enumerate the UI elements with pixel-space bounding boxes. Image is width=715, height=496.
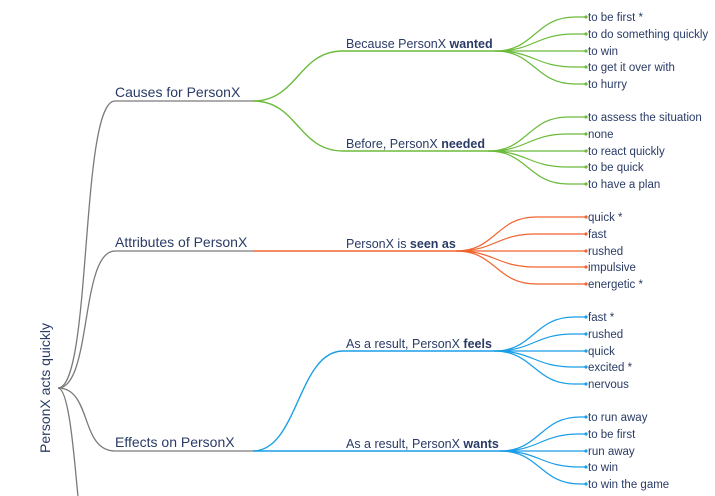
leaf-connector <box>487 150 585 168</box>
leaf-dot <box>584 349 588 353</box>
root-label: PersonX acts quickly <box>37 323 53 453</box>
leaf-label: quick * <box>588 212 623 224</box>
leaf-label: to get it over with <box>588 62 675 74</box>
leaf-connector <box>455 216 585 252</box>
relation-label-wanted: Because PersonX wanted <box>346 37 493 51</box>
leaf-connector <box>455 233 585 252</box>
leaf-label: rushed <box>588 246 623 258</box>
trunk-link-causes <box>57 100 253 389</box>
leaf-dot <box>584 265 588 269</box>
leaf-dot <box>584 432 588 436</box>
leaf-dot <box>584 249 588 253</box>
leaf-connector <box>499 433 585 452</box>
leaf-dot <box>584 382 588 386</box>
leaf-connector <box>494 50 585 85</box>
leaf-label: fast <box>588 229 607 241</box>
relation-connector <box>252 350 494 452</box>
trunk-link-offscreen <box>57 387 79 496</box>
relation-label-feels: As a result, PersonX feels <box>346 337 492 351</box>
leaf-label: to win the game <box>588 479 669 491</box>
leaf-connector <box>493 350 585 385</box>
leaf-dot <box>584 232 588 236</box>
trunk-link-effects <box>57 387 253 452</box>
category-label-attributes: Attributes of PersonX <box>115 234 248 250</box>
leaf-label: to be quick <box>588 162 644 174</box>
leaf-dot <box>584 65 588 69</box>
leaf-dot <box>584 182 588 186</box>
leaf-dot <box>584 15 588 19</box>
leaf-connector <box>487 150 585 185</box>
leaf-label: to be first * <box>588 12 643 24</box>
relation-label-wants: As a result, PersonX wants <box>346 437 499 451</box>
leaf-label: to have a plan <box>588 179 660 191</box>
leaf-dot <box>584 115 588 119</box>
leaf-label: to win <box>588 46 618 58</box>
leaf-dot <box>584 282 588 286</box>
leaf-dot <box>584 465 588 469</box>
leaf-connector <box>455 250 585 285</box>
leaf-label: to run away <box>588 412 648 424</box>
leaf-connector <box>499 450 585 468</box>
leaf-dot <box>584 365 588 369</box>
leaf-dot <box>584 149 588 153</box>
leaf-label: excited * <box>588 362 633 374</box>
leaf-label: fast * <box>588 312 615 324</box>
leaf-label: rushed <box>588 329 623 341</box>
category-label-causes: Causes for PersonX <box>115 84 241 100</box>
leaf-dot <box>584 332 588 336</box>
relation-connector <box>252 50 495 102</box>
leaf-label: to react quickly <box>588 146 665 158</box>
trunk-link-attributes <box>57 250 253 389</box>
leaf-label: impulsive <box>588 262 636 274</box>
leaf-connector <box>493 333 585 352</box>
leaf-dot <box>584 315 588 319</box>
leaf-label: to assess the situation <box>588 112 702 124</box>
leaf-connector <box>487 133 585 152</box>
leaf-label: none <box>588 129 614 141</box>
leaf-connector <box>455 250 585 268</box>
leaf-dot <box>584 215 588 219</box>
relation-label-seen-as: PersonX is seen as <box>346 237 456 251</box>
leaf-connector <box>494 16 585 52</box>
leaf-label: run away <box>588 446 635 458</box>
leaf-dot <box>584 132 588 136</box>
relation-label-needed: Before, PersonX needed <box>346 137 485 151</box>
leaf-dot <box>584 415 588 419</box>
leaf-label: to hurry <box>588 79 627 91</box>
leaf-label: nervous <box>588 379 629 391</box>
leaf-label: energetic * <box>588 279 644 291</box>
leaf-connector <box>494 33 585 52</box>
leaf-dot <box>584 482 588 486</box>
leaf-dot <box>584 32 588 36</box>
leaf-dot <box>584 449 588 453</box>
category-label-effects: Effects on PersonX <box>115 434 235 450</box>
leaf-connector <box>493 316 585 352</box>
leaf-connector <box>499 416 585 452</box>
leaf-label: to be first <box>588 429 636 441</box>
leaf-label: quick <box>588 346 615 358</box>
leaf-dot <box>584 165 588 169</box>
leaf-dot <box>584 82 588 86</box>
leaf-connector <box>499 450 585 485</box>
leaf-dot <box>584 49 588 53</box>
leaf-connector <box>487 116 585 152</box>
leaf-label: to win <box>588 462 618 474</box>
leaf-connector <box>494 50 585 68</box>
leaf-connector <box>493 350 585 368</box>
relation-connector <box>252 100 488 152</box>
leaf-label: to do something quickly <box>588 29 708 41</box>
